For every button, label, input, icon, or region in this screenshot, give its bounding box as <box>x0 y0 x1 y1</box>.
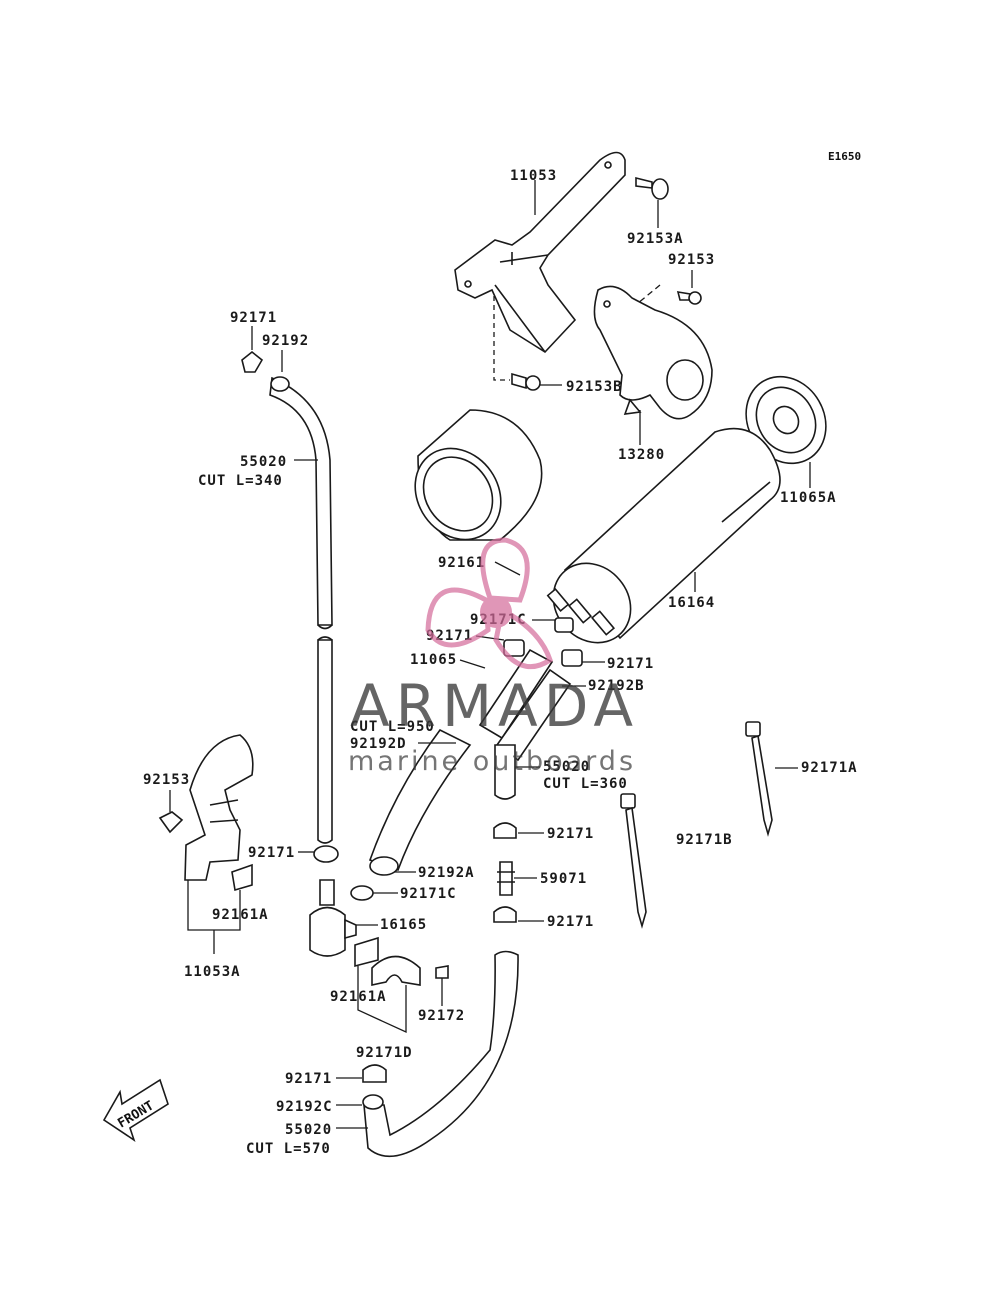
label-92171-low: 92171 <box>285 1071 332 1087</box>
bracket-92161a-mid <box>354 936 421 986</box>
hose-55020-top <box>269 376 333 844</box>
label-cut-950: CUT L=950 <box>350 719 435 735</box>
label-92192c: 92192C <box>276 1099 333 1115</box>
label-92171b: 92171B <box>676 832 733 848</box>
diagram-code: E1650 <box>828 150 861 163</box>
clamp-92171-low <box>362 1064 387 1083</box>
label-92161: 92161 <box>438 555 485 571</box>
clamp-92171c-low <box>350 885 374 901</box>
label-92171c-low: 92171C <box>400 886 457 902</box>
hose-92192d <box>368 728 472 876</box>
fuel-pump-16164 <box>546 427 781 644</box>
label-55020-mid: 55020 <box>543 759 590 775</box>
label-11065: 11065 <box>410 652 457 668</box>
label-92171-right: 92171 <box>607 656 654 672</box>
label-92171-b: 92171 <box>547 826 594 842</box>
clamp-92171c-top <box>554 617 574 633</box>
hose-55020-low <box>362 950 519 1158</box>
label-55020-low-cut: CUT L=570 <box>246 1141 331 1157</box>
filter-element <box>414 409 543 541</box>
label-55020-mid-cut: CUT L=360 <box>543 776 628 792</box>
label-11053a: 11053A <box>184 964 241 980</box>
clamp-92171-right <box>561 649 583 667</box>
tie-92171b <box>620 793 647 929</box>
bracket-11053a <box>184 734 254 892</box>
watermark-tagline: marine outboards <box>348 746 636 777</box>
label-92192b: 92192B <box>588 678 645 694</box>
label-92153b: 92153B <box>566 379 623 395</box>
cover-11065a <box>745 375 827 465</box>
label-92171a: 92171A <box>801 760 858 776</box>
label-11053: 11053 <box>510 168 557 184</box>
label-92153a: 92153A <box>627 231 684 247</box>
bolt-92153a <box>635 176 669 200</box>
clamp-92171-c <box>493 906 517 923</box>
label-55020-top-cut: CUT L=340 <box>198 473 283 489</box>
watermark-brand: ARMADA <box>350 672 639 740</box>
fuel-filter-16165 <box>309 879 357 957</box>
label-92172: 92172 <box>418 1008 465 1024</box>
label-16165: 16165 <box>380 917 427 933</box>
label-11065a: 11065A <box>780 490 837 506</box>
tie-92171a <box>745 721 773 837</box>
label-92171-a: 92171 <box>248 845 295 861</box>
armada-logo-icon <box>425 537 553 670</box>
joint-59071 <box>497 861 515 896</box>
clamp-92171-a <box>313 845 339 863</box>
label-59071: 59071 <box>540 871 587 887</box>
label-92171-top: 92171 <box>230 310 277 326</box>
bolt-92172 <box>435 965 449 979</box>
label-92153-top: 92153 <box>668 252 715 268</box>
bolt-92153-top <box>676 291 702 305</box>
label-92192d: 92192D <box>350 736 407 752</box>
clamp-92171-b <box>493 822 517 839</box>
clamp-92171-top <box>241 350 264 373</box>
label-55020-low: 55020 <box>285 1122 332 1138</box>
bracket-13280 <box>593 285 713 420</box>
label-16164: 16164 <box>668 595 715 611</box>
label-92171-c: 92171 <box>547 914 594 930</box>
front-arrow-icon: FRONT <box>102 1078 169 1142</box>
label-13280: 13280 <box>618 447 665 463</box>
bracket-11053 <box>454 151 626 354</box>
label-92192-top: 92192 <box>262 333 309 349</box>
label-92192a: 92192A <box>418 865 475 881</box>
label-92153-left: 92153 <box>143 772 190 788</box>
bolt-92153-left <box>158 811 184 834</box>
label-92171d: 92171D <box>356 1045 413 1061</box>
label-55020-top: 55020 <box>240 454 287 470</box>
bolt-92153b <box>511 372 541 391</box>
hose-55020-mid <box>494 744 516 800</box>
